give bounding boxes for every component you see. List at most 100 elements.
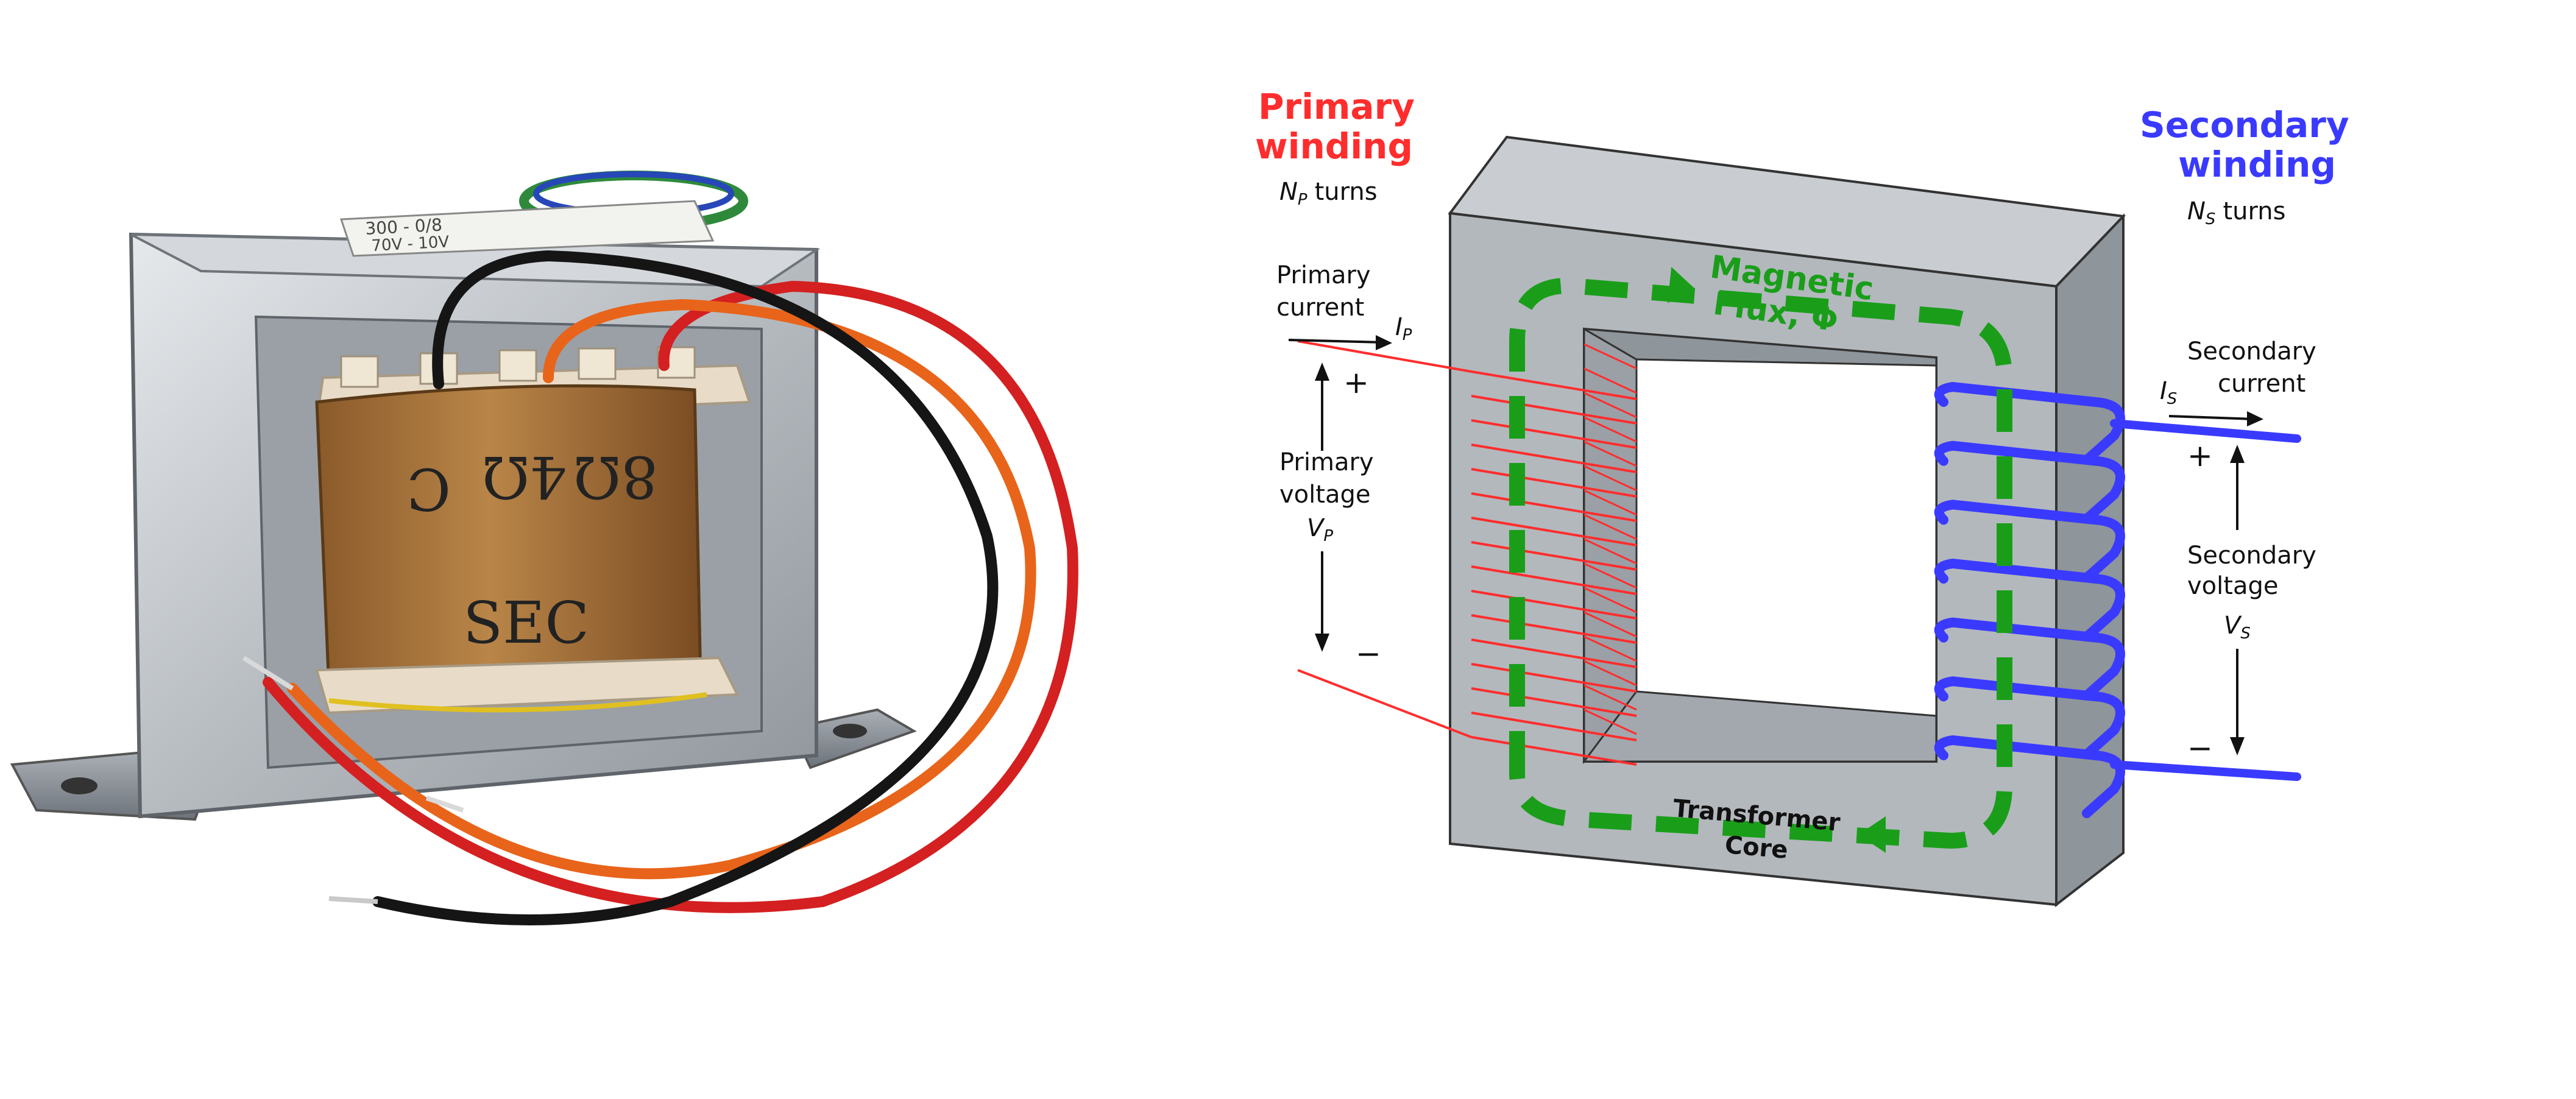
secondary-winding-turn <box>1934 617 2125 701</box>
secondary-title-line1: Secondary <box>2140 104 2349 146</box>
primary-winding-turn <box>1471 687 1637 717</box>
secondary-winding-turn <box>1934 735 2125 818</box>
secondary-winding-turn <box>1934 676 2125 760</box>
primary-winding-back-turn <box>1583 465 1637 492</box>
secondary-winding-turn <box>1934 558 2125 641</box>
secondary-current-arrow <box>2168 415 2255 420</box>
primary-winding-turn <box>1471 638 1637 668</box>
secondary-current-line2: current <box>2218 370 2305 398</box>
primary-winding-back-turn <box>1583 684 1637 711</box>
secondary-winding-turn <box>1934 500 2125 583</box>
primary-winding-turn <box>1471 468 1637 498</box>
primary-winding-back-turn <box>1583 367 1637 394</box>
transformer-photo: 300 - 0/8 70V - 10V 8Ω 4Ω C SEC <box>10 171 1078 925</box>
primary-winding-turn <box>1471 663 1637 693</box>
primary-winding-turn <box>1471 541 1637 571</box>
primary-winding-turn <box>1471 712 1637 741</box>
primary-winding-back-turn <box>1583 343 1637 370</box>
primary-voltage-arrowhead-up <box>1315 362 1329 381</box>
primary-winding-back-turn <box>1583 440 1637 467</box>
primary-turns-suffix: turns <box>1315 178 1378 206</box>
primary-title-line2: winding <box>1255 125 1413 167</box>
top-label-plate <box>339 200 715 257</box>
primary-lead-wire <box>1297 340 1472 373</box>
flux-arrow-bottom <box>1858 816 1886 853</box>
primary-winding-back-turn <box>1583 489 1637 516</box>
secondary-lead-wire <box>2110 760 2301 781</box>
top-label-line2: 70V - 10V <box>371 233 450 255</box>
wire-end-black <box>328 896 378 904</box>
secondary-minus: − <box>2187 730 2213 766</box>
wire-red <box>263 280 1078 913</box>
solder-tab-1 <box>340 355 379 388</box>
primary-current-line1: Primary <box>1276 261 1371 289</box>
primary-winding-turn <box>1471 614 1637 644</box>
magnetic-flux-loop <box>1509 278 2012 849</box>
secondary-coil <box>1934 381 2301 818</box>
coil-mark-4ohm: 4Ω <box>482 443 567 510</box>
secondary-plus: + <box>2187 438 2213 473</box>
solder-tab-4 <box>578 347 617 380</box>
yellow-tape <box>328 692 707 713</box>
primary-winding-back-turn <box>1583 611 1637 638</box>
primary-winding-turn <box>1471 370 1637 400</box>
primary-winding-turn <box>1471 419 1637 449</box>
primary-winding-back-turn <box>1583 538 1637 565</box>
primary-voltage-line2: voltage <box>1279 481 1370 509</box>
secondary-voltage-line1: Secondary <box>2187 542 2316 570</box>
mount-hole-left <box>61 777 97 794</box>
wire-end-orange <box>242 656 294 691</box>
primary-voltage-arrowhead-down <box>1315 634 1329 652</box>
primary-winding-turn <box>1471 736 1637 766</box>
primary-winding-turn <box>1471 395 1637 425</box>
primary-current-arrowhead <box>1376 335 1392 350</box>
primary-winding-turn <box>1471 565 1637 595</box>
primary-lead-wire <box>1297 669 1472 738</box>
primary-current-symbol: IP <box>1395 313 1412 344</box>
mount-hole-right <box>833 724 867 738</box>
primary-winding-back-turn <box>1583 416 1637 443</box>
primary-winding-back-turn <box>1583 392 1637 419</box>
primary-turns-sub: P <box>1298 191 1307 209</box>
primary-coil <box>1297 340 1637 766</box>
core-window-opening <box>1635 358 1937 717</box>
secondary-lead-wire <box>2110 419 2301 443</box>
secondary-title-line2: winding <box>2178 144 2336 185</box>
primary-voltage-symbol: VP <box>1307 514 1333 545</box>
primary-current-arrow <box>1288 339 1384 344</box>
transformer-diagram: Magnetic Flux, Φ Transformer Core Primar… <box>1255 86 2349 908</box>
primary-winding-back-turn <box>1583 709 1637 735</box>
secondary-voltage-symbol: VS <box>2224 612 2251 643</box>
primary-winding-turn <box>1471 517 1637 546</box>
coil-mark-c: C <box>406 455 451 522</box>
secondary-current-arrowhead <box>2247 411 2263 426</box>
wire-orange <box>287 299 1036 880</box>
primary-plus: + <box>1343 365 1369 400</box>
primary-minus: − <box>1356 636 1381 671</box>
primary-voltage-line1: Primary <box>1279 448 1374 476</box>
bobbin-bottom-flange <box>315 656 740 715</box>
primary-winding-turn <box>1471 590 1637 620</box>
primary-winding-back-turn <box>1583 587 1637 613</box>
core-label-line2: Core <box>1724 831 1789 864</box>
primary-winding-turn <box>1471 443 1637 473</box>
secondary-voltage-arrowhead-up <box>2230 445 2245 463</box>
flux-arrow-top <box>1667 267 1694 303</box>
wire-black <box>372 250 999 925</box>
secondary-current-symbol: IS <box>2160 377 2177 408</box>
secondary-voltage-arrowhead-down <box>2230 737 2245 755</box>
top-label-line1: 300 - 0/8 <box>365 214 443 239</box>
secondary-winding-turn <box>1934 440 2125 524</box>
secondary-current-line1: Secondary <box>2187 337 2316 366</box>
primary-winding-back-turn <box>1583 514 1637 540</box>
primary-winding-turn <box>1471 492 1637 522</box>
solder-tab-3 <box>498 349 537 382</box>
primary-winding-back-turn <box>1583 660 1637 687</box>
coil-mark-sec: SEC <box>463 590 589 657</box>
primary-winding-back-turn <box>1583 562 1637 589</box>
primary-title-line1: Primary <box>1258 86 1415 127</box>
primary-winding-back-turn <box>1583 635 1637 662</box>
